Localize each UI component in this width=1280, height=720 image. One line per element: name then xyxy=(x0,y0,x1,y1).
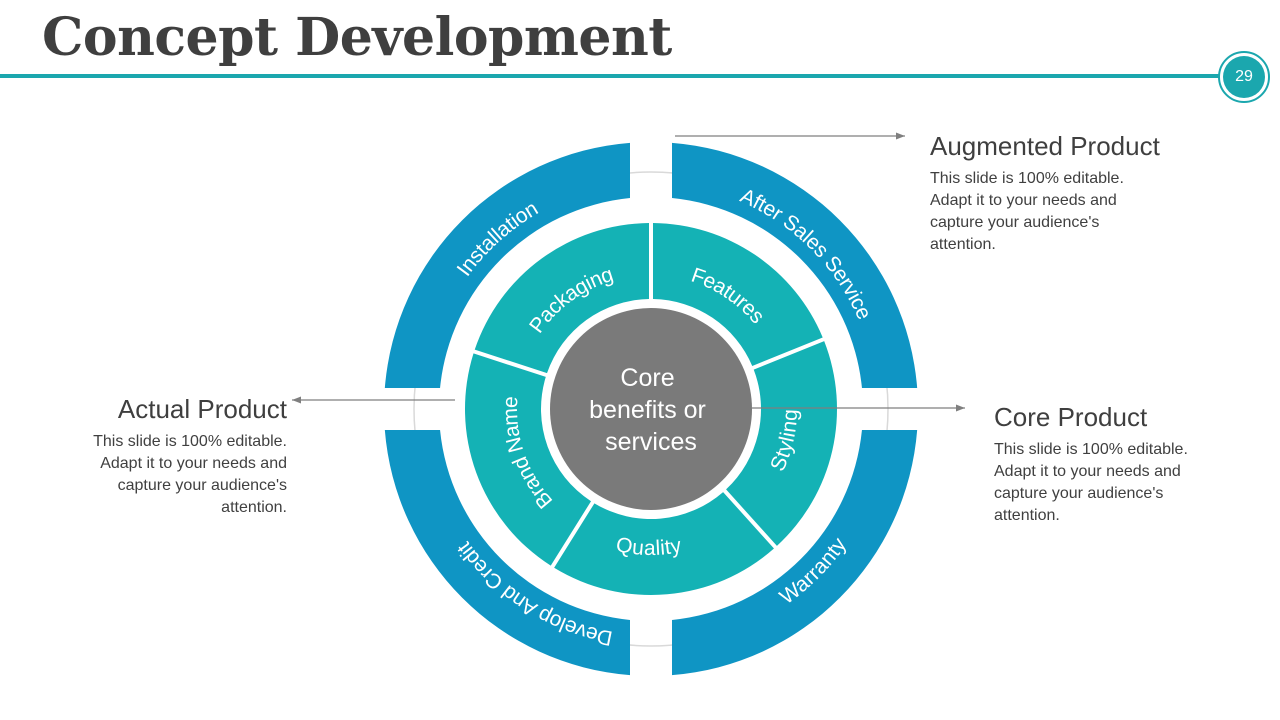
after-sales-service-segment xyxy=(672,142,918,388)
inner-label-quality: Quality xyxy=(614,533,683,560)
styling-segment xyxy=(726,341,837,546)
core-benefits-circle xyxy=(550,308,752,510)
center-label: Core benefits or services xyxy=(589,364,713,456)
actual-product-title: Actual Product xyxy=(117,394,287,424)
page-number: 29 xyxy=(1223,56,1265,98)
core-product-body: This slide is 100% editable. Adapt it to… xyxy=(994,441,1188,524)
title-underline xyxy=(0,74,1232,78)
packaging-segment xyxy=(474,223,649,374)
guide-circle xyxy=(413,171,889,647)
core-product-title: Core Product xyxy=(994,402,1148,432)
actual-product-body: This slide is 100% editable. Adapt it to… xyxy=(93,433,287,516)
slide-title: Concept Development xyxy=(42,7,672,68)
augmented-product-body: This slide is 100% editable. Adapt it to… xyxy=(930,170,1124,253)
page-number-badge: 29 xyxy=(1218,51,1270,103)
brand-name-segment xyxy=(464,353,592,566)
augmented-product-callout: Augmented Product This slide is 100% edi… xyxy=(930,130,1180,256)
actual-product-callout: Actual Product This slide is 100% editab… xyxy=(70,393,287,519)
features-segment xyxy=(653,223,823,366)
augmented-product-title: Augmented Product xyxy=(930,131,1160,161)
warranty-segment xyxy=(672,430,918,676)
installation-segment xyxy=(384,142,630,388)
quality-segment xyxy=(554,492,774,595)
core-product-callout: Core Product This slide is 100% editable… xyxy=(994,401,1214,527)
develop-and-credit-segment xyxy=(384,430,630,676)
